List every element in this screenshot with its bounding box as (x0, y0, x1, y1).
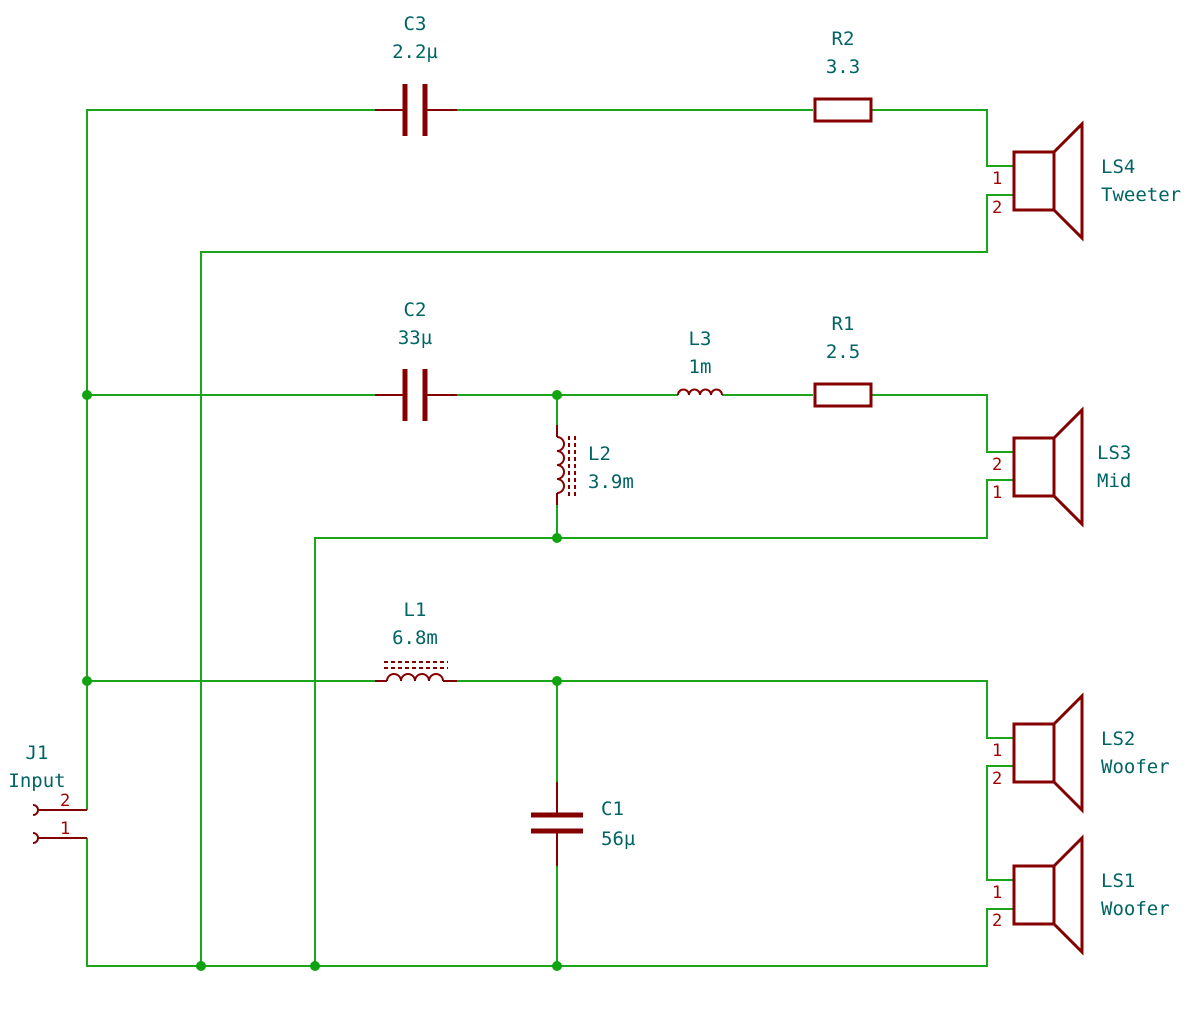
j1-pin-2-number: 2 (60, 791, 70, 811)
r2-body (813, 97, 873, 123)
inductor-l1[interactable]: L1 6.8m (375, 599, 457, 682)
resistor-r2[interactable]: R2 3.3 (813, 28, 873, 123)
c3-value: 2.2µ (392, 41, 438, 63)
l2-ref: L2 (588, 443, 611, 465)
junction-dot (82, 676, 92, 686)
ls3-cone (1052, 406, 1084, 528)
ls4-pin-1-number: 1 (992, 169, 1002, 189)
ls3-magnet (1012, 436, 1056, 498)
r2-ref: R2 (832, 28, 855, 50)
ls2-pin-1-number: 1 (992, 741, 1002, 761)
ls1-value: Woofer (1101, 898, 1170, 920)
c2-ref: C2 (404, 299, 427, 321)
ls2-value: Woofer (1101, 756, 1170, 778)
capacitor-c1[interactable]: C1 56µ (531, 782, 635, 866)
c2-value: 33µ (398, 327, 432, 349)
ls4-value: Tweeter (1101, 184, 1181, 206)
ls4-pin-2-number: 2 (992, 198, 1002, 218)
inductor-l3[interactable]: L3 1m (677, 328, 723, 396)
l3-ref: L3 (689, 328, 712, 350)
wire-r1-ls3 (871, 394, 1014, 453)
wires (86, 109, 1014, 967)
l1-value: 6.8m (392, 627, 438, 649)
r1-body (813, 382, 873, 408)
wire-ground-bus (86, 838, 1014, 967)
c1-value: 56µ (601, 828, 635, 850)
wire-ls2-ls1 (986, 765, 1014, 881)
speaker-ls4[interactable]: 1 2 LS4 Tweeter (992, 120, 1181, 242)
j1-contact (32, 804, 39, 816)
inductor-l2[interactable]: L2 3.9m (556, 425, 634, 505)
ls1-magnet (1012, 864, 1056, 926)
wire-ls4-return (200, 194, 1014, 966)
capacitor-c3[interactable]: C3 2.2µ (375, 13, 457, 136)
ls2-magnet (1012, 722, 1056, 784)
ls4-ref: LS4 (1101, 156, 1135, 178)
ls1-pin-1-number: 1 (992, 883, 1002, 903)
junction-dot (310, 961, 320, 971)
wire-ls3-return (314, 479, 1014, 966)
junction-dot (552, 676, 562, 686)
ls2-ref: LS2 (1101, 728, 1135, 750)
ls3-pin-1-number: 1 (992, 483, 1002, 503)
ls3-value: Mid (1097, 470, 1131, 492)
ls1-pin-2-number: 2 (992, 911, 1002, 931)
connector-j1[interactable]: 2 1 J1 Input (8, 742, 87, 844)
resistor-r1[interactable]: R1 2.5 (813, 313, 873, 408)
ls2-pin-2-number: 2 (992, 769, 1002, 789)
wire-r2-ls4 (871, 109, 1014, 167)
l2-value: 3.9m (588, 471, 634, 493)
ls3-pin-2-number: 2 (992, 455, 1002, 475)
c3-ref: C3 (404, 13, 427, 35)
j1-contact (32, 832, 39, 844)
r2-value: 3.3 (826, 56, 860, 78)
speaker-ls3[interactable]: 2 1 LS3 Mid (992, 406, 1131, 528)
wire-l1-woofers (457, 680, 1014, 739)
r1-value: 2.5 (826, 341, 860, 363)
j1-pin-1-number: 1 (60, 819, 70, 839)
junction-dot (552, 533, 562, 543)
junction-dot (552, 390, 562, 400)
l1-ref: L1 (404, 599, 427, 621)
junction-dot (196, 961, 206, 971)
l1-coil (386, 673, 444, 682)
l3-value: 1m (689, 356, 712, 378)
junctions (82, 390, 562, 971)
ls2-cone (1052, 692, 1084, 814)
c1-ref: C1 (601, 798, 624, 820)
speaker-ls1[interactable]: 1 2 LS1 Woofer (992, 834, 1170, 956)
ls4-cone (1052, 120, 1084, 242)
junction-dot (82, 390, 92, 400)
ls3-ref: LS3 (1097, 442, 1131, 464)
wire-tweeter-top (86, 109, 375, 810)
junction-dot (552, 961, 562, 971)
speaker-ls2[interactable]: 1 2 LS2 Woofer (992, 692, 1170, 814)
l2-coil (556, 436, 565, 494)
ls4-magnet (1012, 150, 1056, 212)
r1-ref: R1 (832, 313, 855, 335)
j1-ref: J1 (26, 742, 49, 764)
ls1-cone (1052, 834, 1084, 956)
l3-coil (677, 388, 723, 396)
j1-value: Input (8, 770, 65, 792)
capacitor-c2[interactable]: C2 33µ (375, 299, 457, 421)
ls1-ref: LS1 (1101, 870, 1135, 892)
